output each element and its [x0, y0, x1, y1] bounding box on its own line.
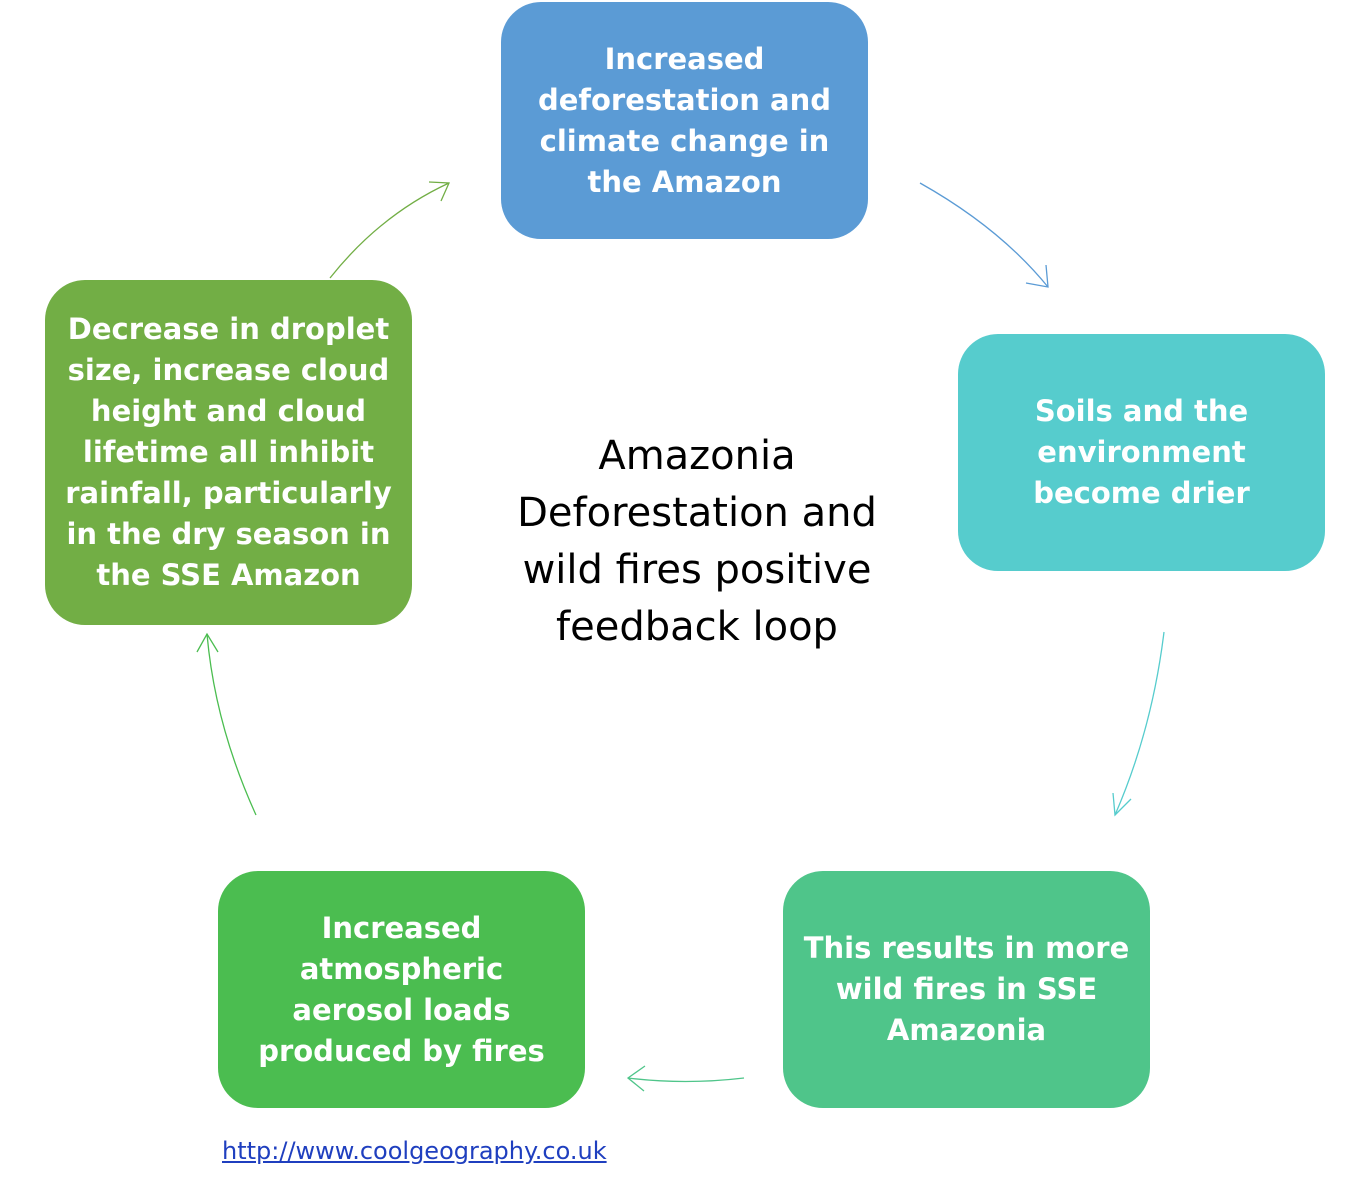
arrow-2-to-3 [1112, 631, 1165, 817]
node-drier-soils: Soils and the environment become drier [958, 334, 1325, 571]
arrow-1-to-2 [919, 182, 1049, 288]
node-more-wild-fires: This results in more wild fires in SSE A… [783, 871, 1150, 1108]
source-link[interactable]: http://www.coolgeography.co.uk [222, 1137, 607, 1165]
node-aerosol-loads: Increased atmospheric aerosol loads prod… [218, 871, 585, 1108]
diagram-title: Amazonia Deforestation and wild fires po… [517, 433, 877, 650]
node-deforestation-climate-change: Increased deforestation and climate chan… [501, 2, 868, 239]
node-rainfall-inhibited: Decrease in droplet size, increase cloud… [45, 280, 412, 625]
arrow-3-to-4 [626, 1065, 745, 1092]
arrow-5-to-1 [329, 181, 450, 279]
arrow-4-to-5 [196, 632, 257, 816]
